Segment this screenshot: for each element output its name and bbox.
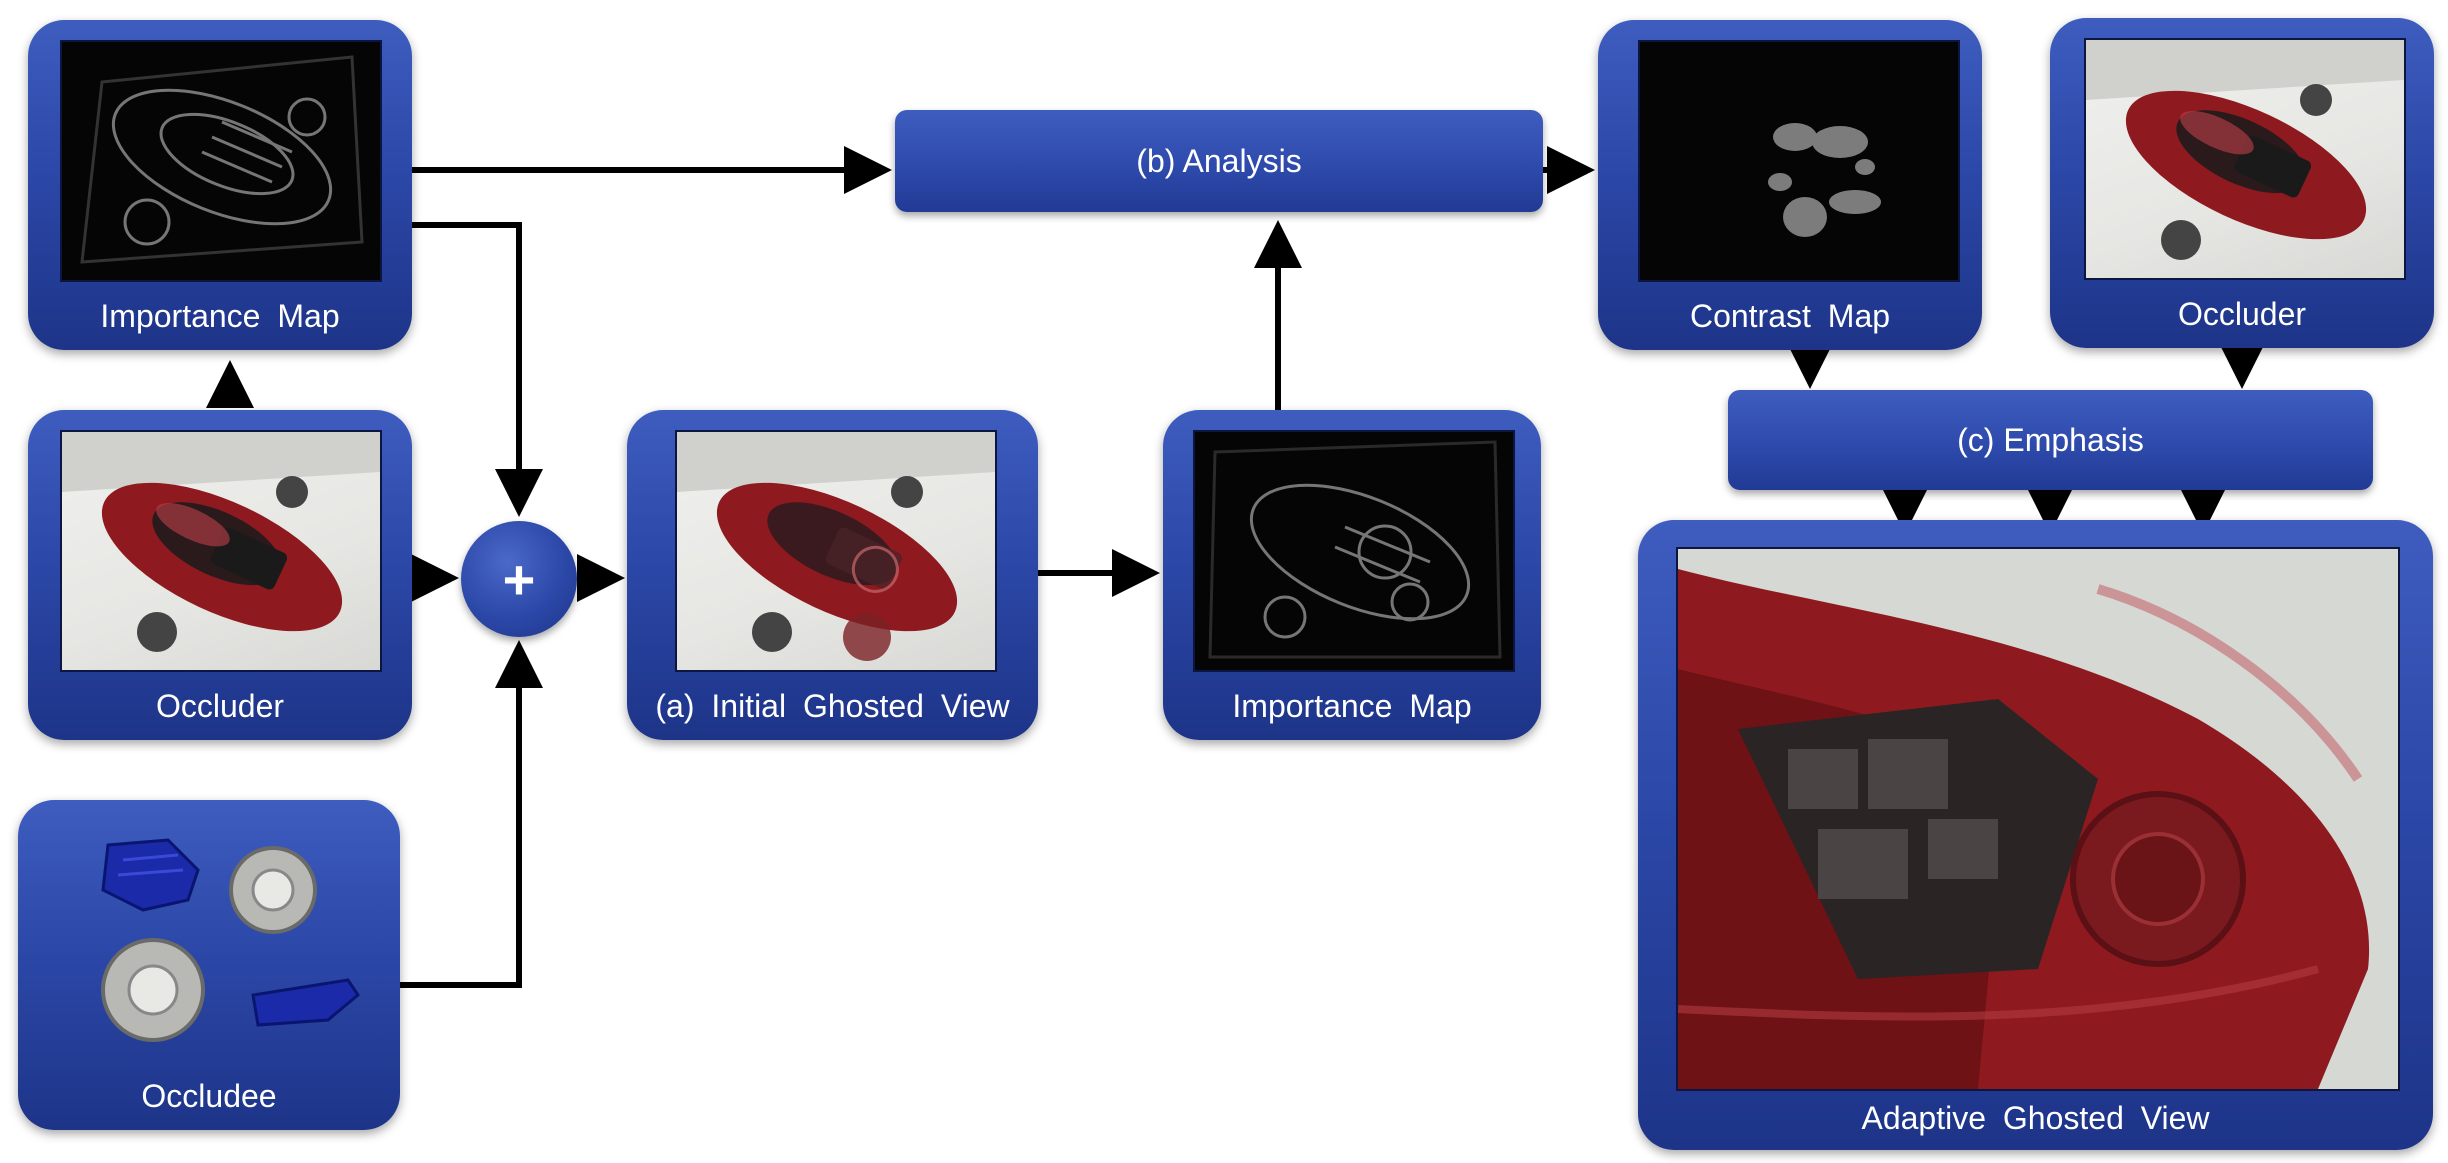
adaptive-ghosted-view-image	[1676, 547, 2400, 1091]
occluder-right-car-image	[2084, 38, 2406, 280]
arrow-importance-to-plus	[412, 222, 543, 517]
arrow-occludee-to-plus	[400, 640, 543, 988]
importance-map-panel-top: Importance Map	[28, 20, 412, 350]
occluder-right-label: Occluder	[2177, 296, 2307, 332]
contrast-map-panel: Contrast Map	[1598, 20, 1982, 350]
occluder-car-image	[60, 430, 382, 672]
occluder-panel-right: Occluder	[2050, 18, 2434, 348]
adaptive-ghosted-view-label: Adaptive Ghosted View	[1861, 1100, 2210, 1136]
importance-map-label: Importance Map	[100, 298, 340, 334]
importance-map-mid-label: Importance Map	[1232, 688, 1472, 724]
initial-ghosted-view-label: (a) Initial Ghosted View	[655, 688, 1010, 724]
emphasis-stage: (c) Emphasis	[1728, 390, 2373, 490]
analysis-stage: (b) Analysis	[895, 110, 1543, 212]
occludee-panel: Occludee	[18, 800, 400, 1130]
importance-map-image	[60, 40, 382, 282]
occludee-parts-image	[48, 820, 368, 1070]
contrast-map-label: Contrast Map	[1689, 298, 1891, 334]
importance-map-mid-image	[1193, 430, 1515, 672]
initial-ghosted-view-panel: (a) Initial Ghosted View	[627, 410, 1038, 740]
initial-ghosted-view-image	[675, 430, 997, 672]
occluder-panel-left: Occluder	[28, 410, 412, 740]
importance-map-panel-mid: Importance Map	[1163, 410, 1541, 740]
occluder-label: Occluder	[155, 688, 285, 724]
adaptive-ghosted-view-panel: Adaptive Ghosted View	[1638, 520, 2433, 1150]
combine-operator: +	[461, 521, 577, 637]
contrast-map-image	[1638, 40, 1960, 282]
occludee-label: Occludee	[141, 1078, 277, 1114]
